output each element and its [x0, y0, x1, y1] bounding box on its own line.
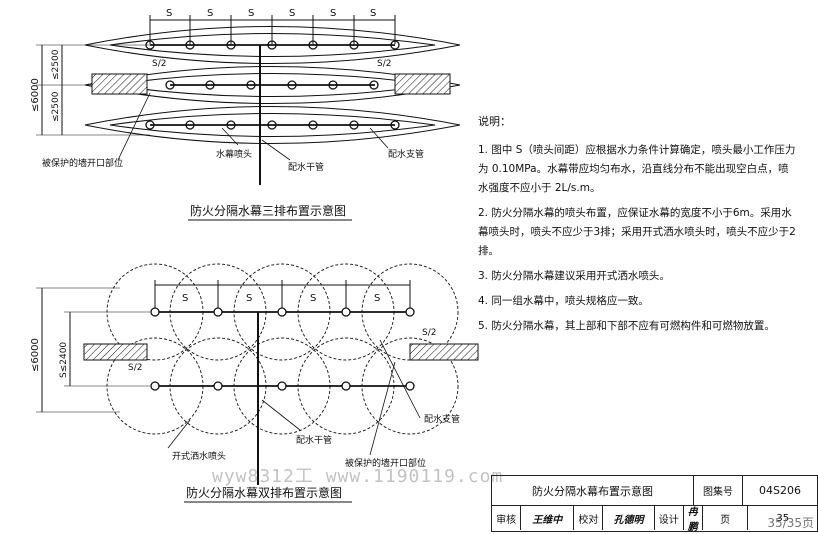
spacing-label: S	[310, 293, 316, 304]
check-label: 校对	[574, 506, 604, 530]
title-block: 防火分隔水幕布置示意图 图集号 04S206 审核 王维中 校对 孔德明 设计 …	[491, 475, 818, 533]
spray-envelope-row1	[84, 26, 461, 64]
sprinklers-row2	[150, 381, 415, 391]
dim-total-label: ≤6000	[30, 78, 41, 112]
dim-upper-label: ≤2500	[51, 49, 61, 80]
nozzles-row2	[165, 80, 379, 90]
diagram1-title: 防火分隔水幕三排布置示意图	[190, 203, 346, 218]
diagram-double-row	[36, 263, 479, 485]
label-nozzle: 水幕喷头	[216, 148, 252, 160]
label-wall-opening-2: 被保护的墙开口部位	[345, 457, 426, 469]
leader-branch-pipe	[369, 127, 389, 149]
label-open-sprinkler: 开式洒水喷头	[172, 450, 226, 462]
spray-envelope-row3	[84, 106, 461, 144]
design-signature: 冉鹏	[684, 506, 703, 533]
half-spacing-label-left: S/2	[152, 59, 166, 69]
spacing-label: S	[166, 8, 172, 19]
half-spacing-label-right: S/2	[377, 59, 391, 69]
dim-total-label-2: ≤6000	[30, 338, 41, 372]
wall-left	[91, 73, 148, 95]
spacing-label: S	[330, 8, 336, 19]
spacing-label: S	[370, 8, 376, 19]
label-branch-pipe-2: 配水支管	[424, 413, 460, 425]
page-label: 页	[703, 506, 749, 530]
review-label: 审核	[492, 506, 522, 530]
nozzles-row3	[145, 120, 400, 130]
wall-right-2	[409, 343, 479, 361]
page-number: 35	[776, 512, 790, 524]
diagram-three-row	[36, 15, 461, 185]
wall-left-2	[83, 343, 148, 361]
diagram1-labels: S S S S S S S/2 S/2 ≤6000 ≤2500 ≤2500 被保…	[30, 8, 424, 221]
note-item-1: 1. 图中 S（喷头间距）应根据水力条件计算确定，喷头最小工作压力为 0.10M…	[478, 144, 796, 194]
leader-main-pipe	[261, 139, 291, 161]
wall-right	[394, 73, 451, 95]
page-corner-indicator: 35/35页	[767, 516, 814, 530]
label-branch-pipe: 配水支管	[388, 148, 424, 160]
notes-heading: 说明：	[478, 115, 511, 128]
drawing-title: 防火分隔水幕布置示意图	[492, 476, 694, 505]
spacing-label: S	[248, 8, 254, 19]
diagram2-labels: S S S S S/2 S/2 ≤6000 S≤2400 开式洒水喷头 配水干管…	[30, 293, 460, 503]
dimension-ticks	[149, 15, 396, 44]
spacing-label: S	[207, 8, 213, 19]
spacing-label: S	[182, 293, 188, 304]
label-main-pipe-2: 配水干管	[296, 434, 332, 446]
review-signature: 王维中	[521, 506, 575, 530]
notes-section: 说明： 1. 图中 S（喷头间距）应根据水力条件计算确定，喷头最小工作压力为 0…	[478, 112, 798, 342]
sprinklers-row1	[150, 307, 415, 317]
spacing-label: S	[374, 293, 380, 304]
dim-spacing-label: S≤2400	[59, 342, 69, 378]
note-item-5: 5. 防火分隔水幕，其上部和下部不应有可燃构件和可燃物放置。	[478, 320, 775, 332]
label-main-pipe: 配水干管	[288, 161, 324, 173]
atlas-label: 图集号	[694, 476, 743, 505]
watermark-text: wyw8312工 www.1190119.com	[212, 466, 504, 487]
design-label: 设计	[655, 506, 684, 530]
spacing-label: S	[289, 8, 295, 19]
diagram2-title: 防火分隔水幕双排布置示意图	[186, 485, 342, 500]
note-item-2: 2. 防火分隔水幕的喷头布置，应保证水幕的宽度不小于6m。采用水幕喷头时，喷头不…	[478, 207, 796, 257]
nozzles-row1	[145, 40, 400, 50]
leader-wall-opening	[117, 92, 151, 161]
note-item-4: 4. 同一组水幕中，喷头规格应一致。	[478, 295, 649, 307]
atlas-number: 04S206	[759, 484, 801, 497]
leader-nozzle	[221, 127, 239, 146]
spacing-label: S	[246, 293, 252, 304]
half-spacing-label-left: S/2	[128, 363, 142, 373]
check-signature: 孔德明	[603, 506, 655, 530]
note-item-3: 3. 防火分隔水幕建议采用开式洒水喷头。	[478, 270, 670, 282]
half-spacing-label-right: S/2	[422, 328, 436, 338]
dim-lower-label: ≤2500	[51, 91, 61, 122]
label-wall-opening: 被保护的墙开口部位	[42, 157, 123, 169]
